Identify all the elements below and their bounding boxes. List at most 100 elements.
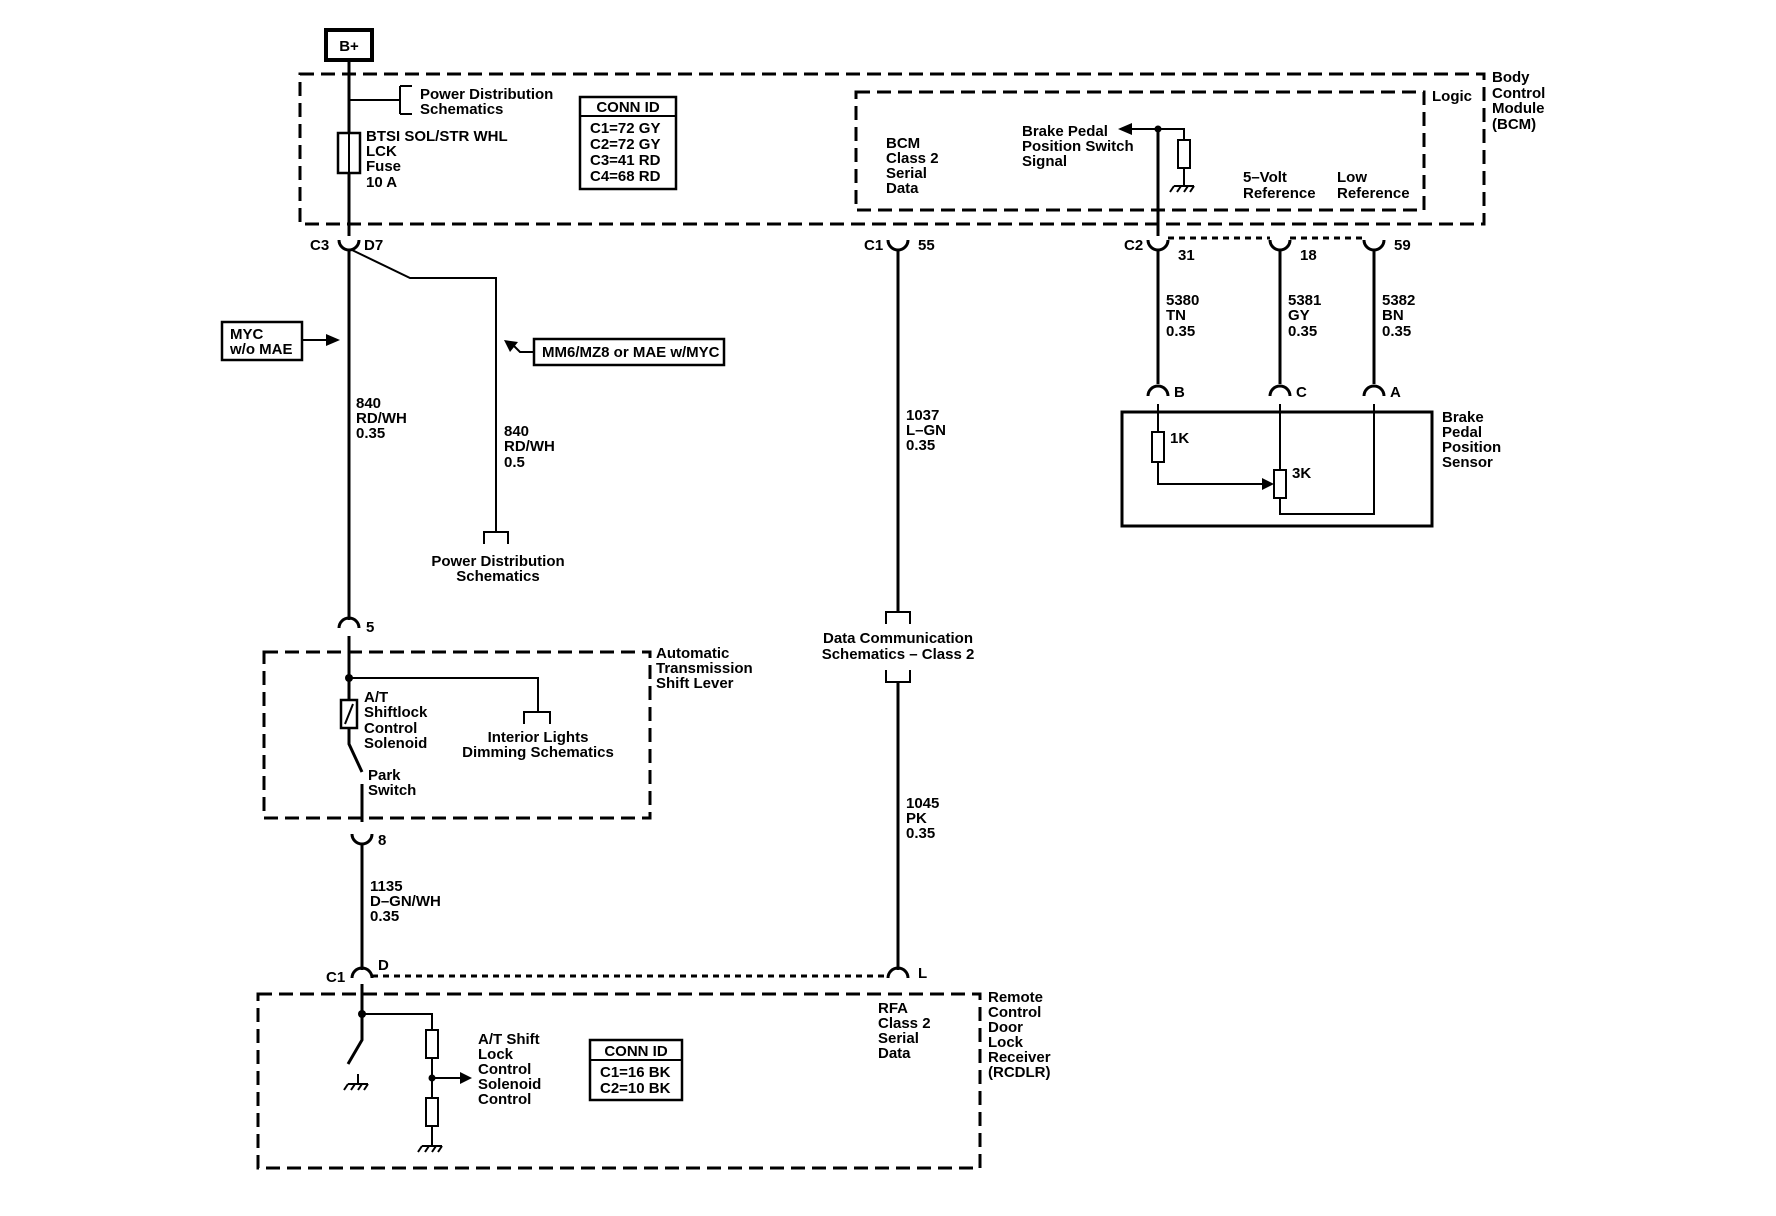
pin-8-label: 8	[378, 832, 386, 849]
svg-text:Reference: Reference	[1243, 185, 1316, 202]
myc-arrow-head	[326, 334, 340, 346]
pin-l-label: L	[918, 965, 927, 982]
wire-5380-label: 5380 TN 0.35	[1166, 292, 1199, 340]
svg-text:Control: Control	[1492, 85, 1545, 102]
power-dist-2-connector	[483, 531, 509, 544]
wire-5382-label: 5382 BN 0.35	[1382, 292, 1415, 340]
shift-lever-box	[262, 650, 652, 820]
svg-text:Sensor: Sensor	[1442, 454, 1493, 471]
logic-label: Logic	[1432, 88, 1472, 105]
svg-text:MYC: MYC	[230, 326, 264, 343]
svg-text:Control: Control	[988, 1004, 1041, 1021]
svg-text:BTSI SOL/STR WHL: BTSI SOL/STR WHL	[366, 128, 508, 145]
svg-text:1045: 1045	[906, 795, 939, 812]
svg-text:Park: Park	[368, 767, 401, 784]
brake-sensor-name: Brake Pedal Position Sensor	[1442, 409, 1501, 471]
pin-31-label: 31	[1178, 247, 1195, 264]
sensor-internal-wiring	[1157, 404, 1375, 515]
pin-d-label: D	[378, 957, 389, 974]
svg-text:C4=68 RD: C4=68 RD	[590, 168, 661, 185]
svg-text:Serial: Serial	[886, 165, 927, 182]
svg-text:Pedal: Pedal	[1442, 424, 1482, 441]
data-comm-top-connector	[885, 611, 911, 624]
svg-text:C2=72 GY: C2=72 GY	[590, 136, 660, 153]
rcdlr-divider-wire	[431, 1058, 462, 1098]
svg-text:Data: Data	[886, 180, 919, 197]
wire-840a-label: 840 RD/WH 0.35	[356, 395, 407, 442]
svg-text:Solenoid: Solenoid	[364, 735, 427, 752]
svg-text:LCK: LCK	[366, 143, 397, 160]
svg-text:GY: GY	[1288, 307, 1310, 324]
bcm-module-box	[298, 72, 1486, 226]
wire-840b-label: 840 RD/WH 0.5	[504, 423, 555, 471]
svg-text:0.35: 0.35	[906, 437, 935, 454]
svg-text:5380: 5380	[1166, 292, 1199, 309]
sensor-c-label: C	[1296, 384, 1307, 401]
connector-c1-d	[350, 966, 374, 979]
mm6-arrow	[511, 343, 534, 353]
potentiometer-3k-label: 3K	[1292, 465, 1311, 482]
svg-text:CONN ID: CONN ID	[604, 1043, 668, 1060]
svg-text:Fuse: Fuse	[366, 158, 401, 175]
bcm-class2-label: BCM Class 2 Serial Data	[886, 135, 939, 197]
rcdlr-output-arrow	[460, 1072, 472, 1084]
myc-option-label: MYC w/o MAE	[229, 326, 293, 358]
svg-text:C1=72 GY: C1=72 GY	[590, 120, 660, 137]
rcdlr-ground-icon	[417, 1126, 443, 1153]
svg-text:Schematics: Schematics	[456, 568, 539, 585]
sensor-b-label: B	[1174, 384, 1185, 401]
svg-text:5381: 5381	[1288, 292, 1321, 309]
svg-text:5382: 5382	[1382, 292, 1415, 309]
c1-55-conn-label: C1	[864, 237, 883, 254]
power-dist-2-label: Power Distribution Schematics	[431, 553, 564, 585]
park-switch-label: Park Switch	[368, 767, 416, 799]
pin-5-label: 5	[366, 619, 374, 636]
svg-text:Module: Module	[1492, 100, 1545, 117]
svg-text:Power Distribution: Power Distribution	[431, 553, 564, 570]
svg-text:Control: Control	[478, 1061, 531, 1078]
svg-text:0.35: 0.35	[370, 908, 399, 925]
connector-c1-55	[886, 239, 910, 252]
svg-text:RD/WH: RD/WH	[504, 438, 555, 455]
sensor-a-label: A	[1390, 384, 1401, 401]
pin-18-label: 18	[1300, 247, 1317, 264]
svg-text:Interior Lights: Interior Lights	[488, 729, 589, 746]
wire-1135-label: 1135 D–GN/WH 0.35	[370, 878, 441, 925]
svg-text:C2=10 BK: C2=10 BK	[600, 1080, 671, 1097]
svg-text:Signal: Signal	[1022, 153, 1067, 170]
d7-label: D7	[364, 237, 383, 254]
svg-text:5–Volt: 5–Volt	[1243, 169, 1287, 186]
potentiometer-wiper-arrow	[1262, 478, 1274, 490]
rcdlr-resistor-bottom	[425, 1097, 439, 1127]
c2-label: C2	[1124, 237, 1143, 254]
b-plus-label: B+	[339, 38, 359, 55]
potentiometer-3k	[1273, 469, 1287, 499]
pullup-wire	[1158, 128, 1185, 140]
connector-8	[350, 833, 374, 846]
pin-59-label: 59	[1394, 237, 1411, 254]
svg-text:0.35: 0.35	[1382, 323, 1411, 340]
connector-5	[337, 616, 361, 629]
svg-text:Position Switch: Position Switch	[1022, 138, 1134, 155]
svg-text:L–GN: L–GN	[906, 422, 946, 439]
svg-text:PK: PK	[906, 810, 927, 827]
power-dist-bracket	[349, 85, 412, 115]
c1-rcdlr-label: C1	[326, 969, 345, 986]
mm6-arrow-head	[504, 340, 518, 352]
solenoid-control-label: A/T Shift Lock Control Solenoid Control	[478, 1031, 541, 1108]
svg-text:Shiftlock: Shiftlock	[364, 704, 428, 721]
bcm-conn-id-table: CONN ID C1=72 GY C2=72 GY C3=41 RD C4=68…	[578, 95, 678, 191]
svg-text:Solenoid: Solenoid	[478, 1076, 541, 1093]
power-dist-label: Power Distribution Schematics	[420, 86, 553, 118]
svg-text:1135: 1135	[370, 878, 403, 895]
svg-text:C1=16 BK: C1=16 BK	[600, 1064, 671, 1081]
svg-text:Receiver: Receiver	[988, 1049, 1051, 1066]
svg-text:Remote: Remote	[988, 989, 1043, 1006]
svg-text:CONN ID: CONN ID	[596, 99, 660, 116]
svg-text:RFA: RFA	[878, 1000, 908, 1017]
rcdlr-box	[256, 992, 982, 1170]
interior-lights-connector	[523, 711, 551, 724]
pullup-resistor	[1177, 139, 1191, 169]
connector-59	[1362, 239, 1386, 252]
